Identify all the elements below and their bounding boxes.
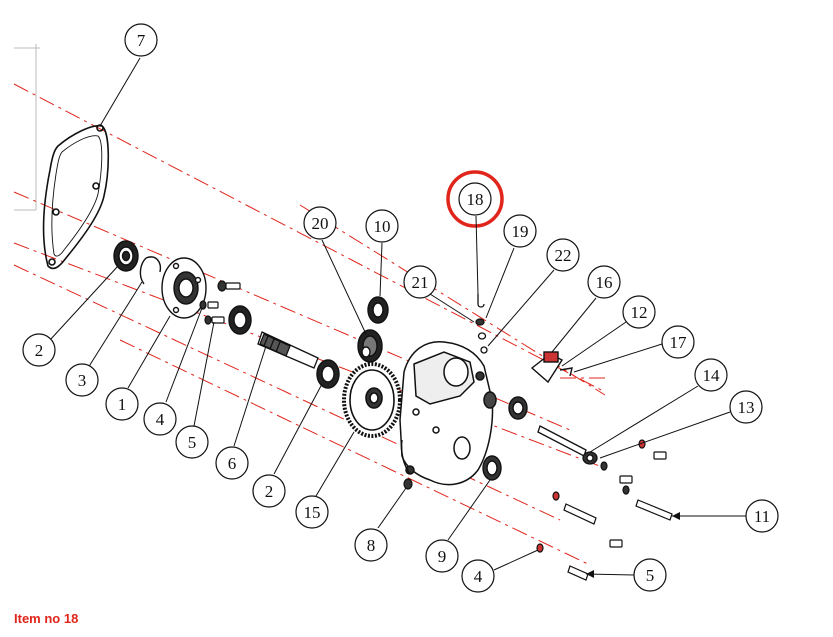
callout-label: 6	[228, 454, 237, 473]
callout-12: 12	[561, 295, 656, 367]
shift-fork-part	[530, 351, 573, 384]
callout-label: 16	[596, 273, 613, 292]
callout-7: 7	[99, 23, 158, 127]
callout-label: 2	[35, 341, 44, 360]
callout-14: 14	[589, 358, 728, 453]
callout-8: 8	[354, 487, 407, 562]
highlight-ring	[446, 170, 504, 228]
callout-16: 16	[551, 265, 621, 353]
callout-5: 5	[585, 558, 667, 592]
callout-5: 5	[175, 321, 215, 459]
bearing-part	[367, 296, 389, 324]
callout-label: 22	[555, 246, 572, 265]
callout-15: 15	[295, 431, 355, 529]
callout-4: 4	[461, 549, 539, 593]
callout-label: 20	[312, 214, 329, 233]
item-caption: Item no 18	[14, 611, 79, 626]
callout-label: 4	[474, 567, 483, 586]
callout-label: 15	[304, 503, 321, 522]
large-gear-part	[342, 362, 402, 438]
callout-18: 18	[458, 182, 492, 295]
centerlines	[13, 83, 611, 566]
callout-2: 2	[252, 383, 323, 508]
callout-19: 19	[485, 214, 537, 319]
callout-label: 5	[646, 566, 655, 585]
callout-4: 4	[143, 307, 203, 436]
callout-group: 7 20 10 18 19 22 21	[22, 23, 779, 593]
callout-1: 1	[105, 315, 171, 421]
callout-label: 12	[631, 303, 648, 322]
fastener-parts-upper	[199, 280, 241, 325]
snap-ring-part	[139, 256, 162, 285]
gasket-part	[42, 124, 110, 270]
callout-label: 17	[670, 333, 688, 352]
fastener-parts-lower	[403, 439, 673, 581]
callout-label: 8	[367, 536, 376, 555]
bearing-part	[228, 305, 252, 335]
bearing-part	[113, 240, 139, 272]
callout-label: 5	[188, 433, 197, 452]
drawing-frame-fragment	[14, 44, 40, 211]
callout-label: 19	[512, 222, 529, 241]
callout-21: 21	[403, 265, 475, 323]
callout-label: 3	[78, 371, 87, 390]
callout-label: 13	[738, 398, 755, 417]
seal-part	[508, 396, 528, 420]
callout-label: 7	[137, 31, 146, 50]
callout-label: 14	[703, 366, 721, 385]
callout-22: 22	[487, 238, 580, 347]
gearbox-housing-part	[399, 341, 497, 486]
shaft-part	[257, 331, 319, 369]
callout-label: 10	[374, 217, 391, 236]
callout-9: 9	[425, 479, 491, 573]
flange-part	[161, 257, 207, 319]
detent-parts	[475, 294, 488, 354]
small-gear-part	[357, 329, 383, 363]
callout-label: 2	[265, 482, 274, 501]
callout-13: 13	[599, 390, 763, 459]
callout-2: 2	[22, 265, 119, 367]
callout-20: 20	[303, 206, 367, 335]
callout-11: 11	[672, 499, 779, 533]
callout-label: 1	[118, 395, 127, 414]
callout-3: 3	[65, 281, 143, 397]
seal-part	[482, 455, 502, 481]
callout-label: 9	[438, 547, 447, 566]
callout-label: 4	[156, 410, 165, 429]
callout-17: 17	[573, 325, 695, 373]
callout-label: 18	[467, 190, 484, 209]
callout-label: 11	[754, 507, 770, 526]
callout-10: 10	[365, 209, 399, 297]
bearing-part	[316, 359, 340, 389]
shift-shaft-part	[537, 425, 598, 465]
callout-6: 6	[215, 345, 267, 480]
callout-label: 21	[412, 273, 429, 292]
